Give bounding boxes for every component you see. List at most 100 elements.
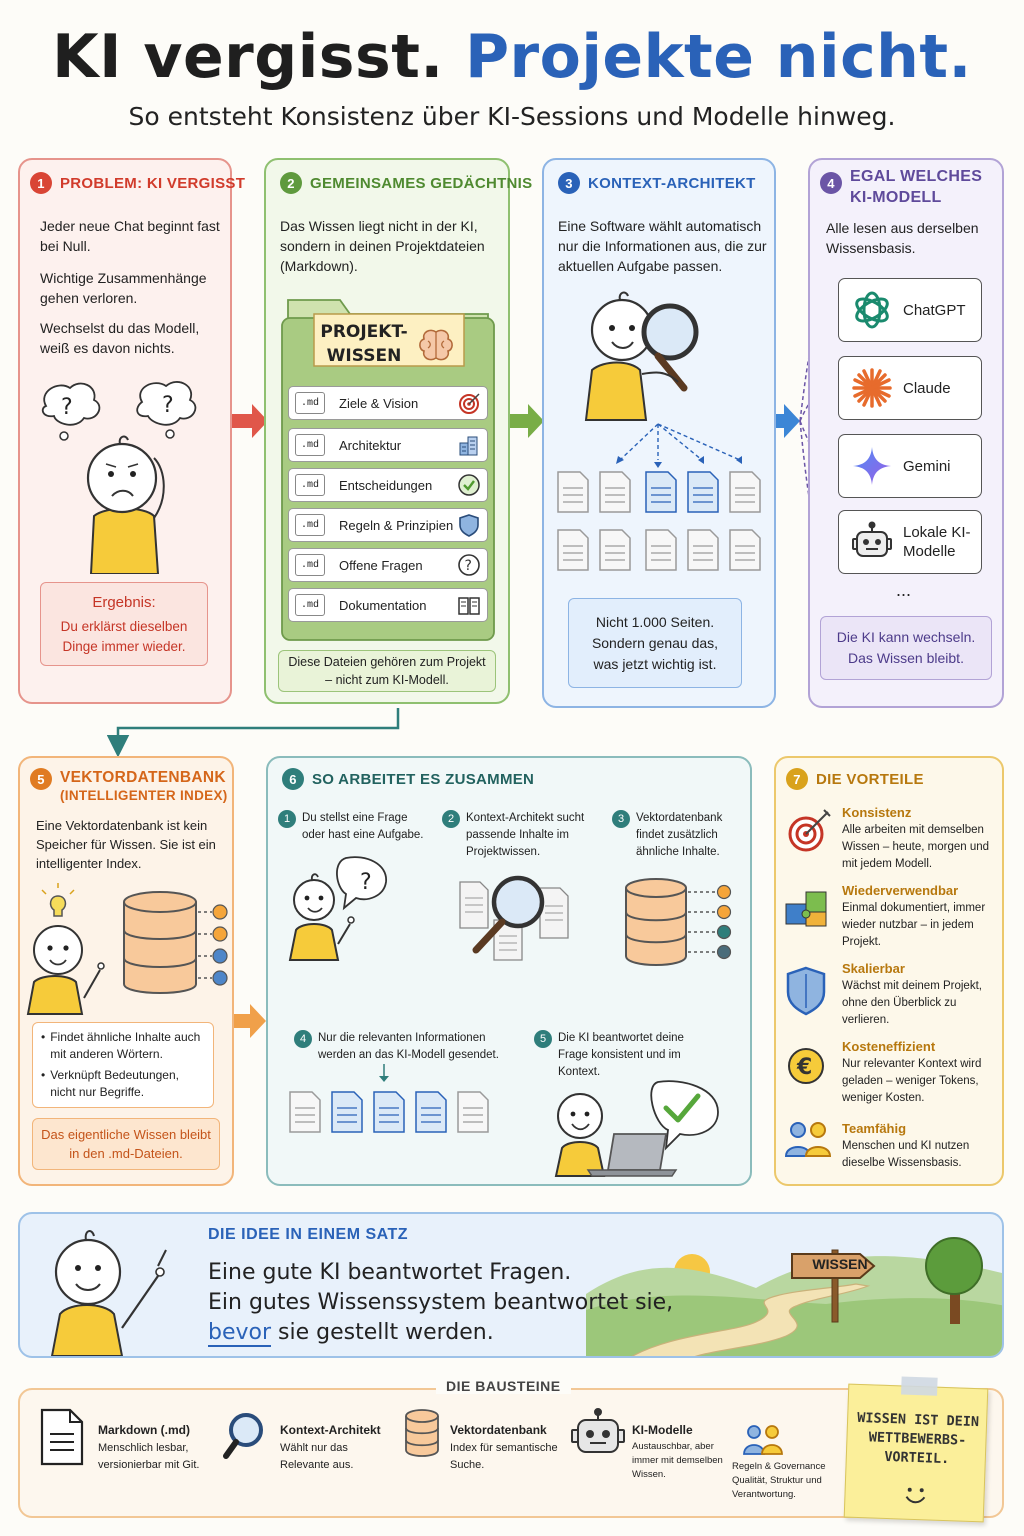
vector-box-text: Das eigentliche Wissen bleibt in den .md… [41, 1127, 211, 1161]
card-models-number: 4 [820, 172, 842, 194]
model-claude-label: Claude [903, 379, 951, 397]
card-architect-title-text: Kontext-Architekt [588, 174, 756, 192]
document-icon [687, 529, 719, 571]
baustein-vector-title: Vektordatenbank [450, 1423, 547, 1437]
workflow-step-3-text: Vektordatenbank findet zusätzlich ähnlic… [636, 812, 723, 858]
bausteine-panel [18, 1388, 1004, 1518]
problem-text-3: Wechselst du das Modell, weiß es davon n… [40, 320, 200, 356]
card-workflow-number: 6 [282, 768, 304, 790]
puzzle-icon [785, 891, 827, 927]
vector-text: Eine Vektordatenbank ist kein Speicher f… [36, 818, 216, 871]
brain-icon [419, 329, 453, 361]
database-icon [625, 878, 732, 966]
md-file-label: Dokumentation [339, 597, 427, 613]
card-architect-title: 3 Kontext-Architekt [558, 172, 756, 194]
benefit-2-text: Einmal dokumentiert, immer wieder nutzba… [842, 902, 986, 948]
card-memory-number: 2 [280, 172, 302, 194]
model-local-label: Lokale KI-Modelle [903, 524, 971, 560]
idea-line-3: bevor sie gestellt werden. [208, 1318, 494, 1348]
signpost-label: WISSEN [812, 1256, 868, 1272]
baustein-models-text: Austauschbar, aber immer mit demselben W… [632, 1441, 723, 1480]
card-memory-title: 2 Gemeinsames Gedächtnis [280, 172, 532, 194]
architect-text: Eine Software wählt automatisch nur die … [558, 218, 767, 274]
tape [901, 1376, 938, 1396]
document-icon [645, 529, 677, 571]
pointing-person-icon [50, 1230, 167, 1356]
idea-banner [18, 1212, 1004, 1358]
card-problem-title: 1Problem: KI vergisst [30, 172, 245, 194]
card-memory-title-text: Gemeinsames Gedächtnis [310, 174, 533, 192]
baustein-models-title: KI-Modelle [632, 1423, 693, 1437]
card-workflow-title: 6So arbeitet es zusammen [282, 768, 534, 790]
baustein-markdown-title: Markdown (.md) [98, 1423, 190, 1437]
workflow-step-3-number: 3 [612, 810, 630, 828]
workflow-step-1-text: Du stellst eine Frage oder hast eine Auf… [302, 812, 424, 841]
models-box-text: Die KI kann wechseln. Das Wissen bleibt. [836, 629, 976, 666]
folder-label: Projekt-Wissen [320, 322, 408, 366]
md-file-label: Regeln & Prinzipien [339, 517, 454, 533]
workflow-step-3: 3 Vektordatenbank findet zusätzlich ähnli… [612, 810, 744, 861]
benefit-4-title: Kosteneffizient [842, 1039, 936, 1054]
card-benefits-title-text: Die Vorteile [816, 770, 924, 788]
svg-text:?: ? [360, 870, 372, 895]
vector-box: Das eigentliche Wissen bleibt in den .md… [32, 1118, 220, 1170]
idea-line-3-rest: sie gestellt werden. [278, 1320, 494, 1345]
target-small-icon [459, 393, 480, 414]
benefit-1-text: Alle arbeiten mit demselben Wissen – heu… [842, 824, 990, 870]
vector-bullet-2-text: Verknüpft Bedeutungen, nicht nur Begriff… [50, 1068, 179, 1099]
baustein-vector-text: Index für semantische Suche. [450, 1442, 558, 1471]
chatgpt-icon [855, 291, 889, 329]
models-box: Die KI kann wechseln. Das Wissen bleibt. [820, 616, 992, 680]
card-vector-title-text: Vektordatenbank [60, 769, 226, 786]
md-file-tag: .md [295, 594, 325, 616]
document-icon [729, 529, 761, 571]
workflow-step-2-number: 2 [442, 810, 460, 828]
document-icon [457, 1091, 489, 1133]
idea-title: Die Idee in einem Satz [208, 1226, 409, 1243]
document-icon [557, 471, 589, 513]
card-benefits-number: 7 [786, 768, 808, 790]
markdown-file-icon [40, 1408, 84, 1466]
card-architect-number: 3 [558, 172, 580, 194]
card-models-title: 4Egal welches KI-Modell [820, 166, 990, 208]
arrow-3-4 [764, 404, 800, 438]
benefit-icons: € [784, 809, 832, 1157]
shield-icon [786, 966, 826, 1016]
card-vector-title-text-2: (intelligenter Index) [60, 788, 228, 803]
title-part-a: KI vergisst. [52, 22, 444, 92]
page-title: KI vergisst. Projekte nicht. [0, 22, 1024, 92]
arrow-5-6 [234, 1004, 266, 1038]
document-selection-icon [557, 423, 761, 571]
database-small-icon [405, 1409, 439, 1457]
models-more-dots: ... [896, 580, 912, 600]
arrow-1-2 [232, 404, 268, 438]
workflow-step-1-number: 1 [278, 810, 296, 828]
card-benefits-title: 7 Die Vorteile [786, 768, 924, 790]
document-icon [373, 1091, 405, 1133]
shield-small-icon [459, 514, 479, 537]
md-file-label: Architektur [339, 437, 402, 453]
workflow-step-5-text: Die KI beantwortet deine Frage konsisten… [558, 1032, 684, 1078]
baustein-governance-title: Regeln & Governance [732, 1461, 826, 1472]
problem-text-2: Wichtige Zusammenhänge gehen verloren. [40, 270, 207, 306]
baustein-architect-text: Wählt nur das Relevante aus. [280, 1442, 354, 1471]
workflow-step-4-text: Nur die relevanten Informationen werden … [318, 1032, 499, 1061]
md-file-label: Entscheidungen [339, 477, 433, 493]
magnifier-person-icon [584, 291, 699, 421]
laptop-person-icon [554, 1080, 719, 1177]
baustein-markdown-text: Menschlich lesbar, versionierbar mit Git… [98, 1442, 200, 1471]
page-subtitle: So entsteht Konsistenz über KI-Sessions … [128, 102, 896, 131]
idea-line-2: Ein gutes Wissenssystem beantwortet sie, [208, 1290, 674, 1315]
memory-text: Das Wissen liegt nicht in der KI, sonder… [280, 218, 485, 274]
problem-text-1: Jeder neue Chat beginnt fast bei Null. [40, 218, 220, 254]
baustein-markdown: Markdown (.md) Menschlich lesbar, version… [98, 1422, 216, 1474]
